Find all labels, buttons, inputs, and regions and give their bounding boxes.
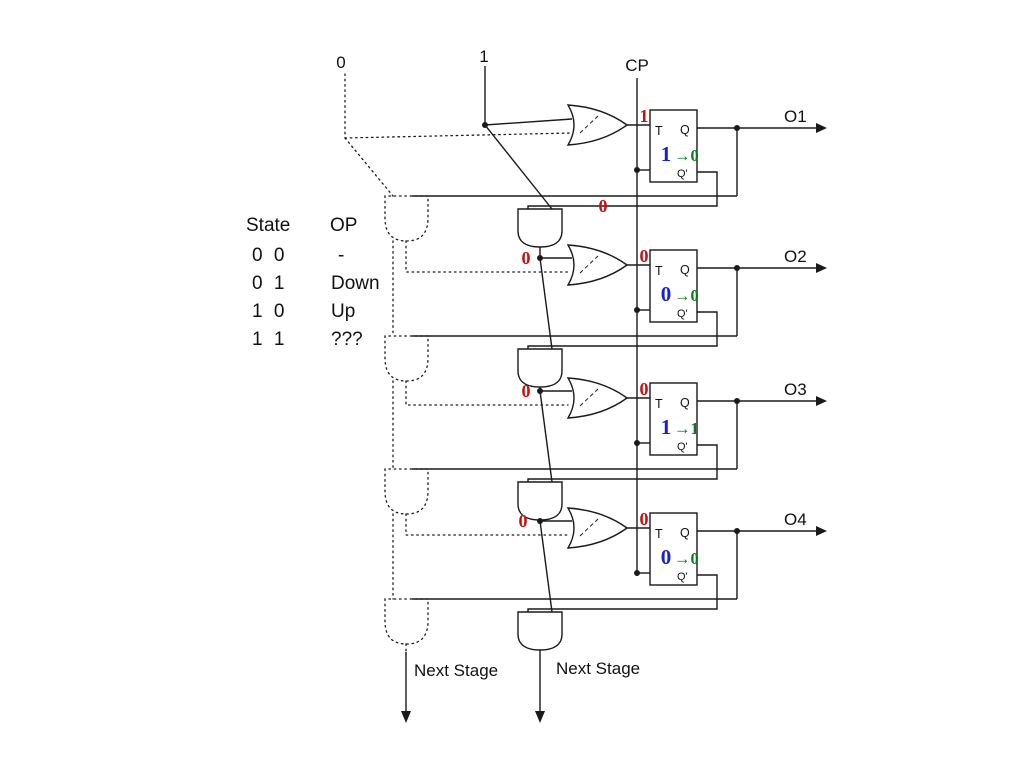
state-row-2-state: 0 1	[252, 273, 287, 294]
ff1-t-value: 1	[640, 106, 649, 126]
ff2-qprime-label: Q'	[677, 308, 688, 320]
ff1-q-label: Q	[680, 123, 690, 137]
state-row-3-state: 1 0	[252, 301, 287, 322]
ff3-q-label: Q	[680, 396, 690, 410]
or-gate-2	[566, 244, 650, 286]
state-row-1-op: -	[338, 245, 344, 266]
enable-one-wiring	[482, 66, 573, 210]
ff1-qprime-label: Q'	[677, 168, 688, 180]
ff1-next-value: →0	[674, 146, 699, 165]
or-gate-4	[566, 507, 650, 549]
or-gate-3	[566, 377, 650, 419]
ff3-state-value: 1	[661, 415, 672, 439]
ff2-t-label: T	[655, 264, 663, 278]
ff3-t-label: T	[655, 397, 663, 411]
flipflop-3: T Q Q' 1 →1	[649, 382, 699, 456]
output-arrow-2	[697, 263, 827, 273]
output-arrow-4	[697, 526, 827, 536]
flipflop-1: T Q Q' 1 →0	[649, 109, 699, 183]
ff2-next-value: →0	[674, 286, 699, 305]
ff4-next-value: →0	[674, 549, 699, 568]
state-table-header-op: OP	[330, 215, 357, 236]
ff4-t-value: 0	[640, 509, 649, 529]
input-one-label: 1	[479, 47, 488, 66]
or-gate-1	[566, 104, 650, 146]
output-arrow-1	[697, 123, 827, 133]
output4-label: O4	[784, 510, 807, 529]
stage1-feedback-wires	[412, 125, 740, 209]
clock-line	[634, 78, 650, 576]
state-table: State OP 0 0 - 0 1 Down 1 0 Up 1 1 ???	[246, 215, 380, 350]
output2-label: O2	[784, 247, 807, 266]
flipflop-2: T Q Q' 0 →0	[649, 249, 699, 323]
and-gate-4	[517, 481, 572, 613]
stage2-feedback-wires	[412, 265, 740, 349]
ff2-state-value: 0	[661, 282, 672, 306]
and-gate-2	[517, 208, 572, 350]
dotted-and-gate-4	[384, 598, 429, 645]
enable-zero-wiring	[344, 73, 573, 656]
carry2-value: 0	[522, 248, 531, 268]
dotted-and-gate-1	[384, 195, 429, 242]
and-gate-5	[517, 611, 563, 712]
stage4-feedback-wires	[412, 528, 740, 612]
next-stage-right-label: Next Stage	[556, 659, 640, 678]
ff1-state-value: 1	[661, 142, 672, 166]
flipflop-4: T Q Q' 0 →0	[649, 512, 699, 586]
ff4-t-label: T	[655, 527, 663, 541]
clock-label: CP	[625, 56, 649, 75]
dotted-and-gate-3	[384, 468, 429, 515]
output3-label: O3	[784, 380, 807, 399]
next-stage-left-label: Next Stage	[414, 661, 498, 680]
next-stage-left-arrow	[401, 652, 411, 723]
state-row-1-state: 0 0	[252, 245, 287, 266]
state-row-3-op: Up	[331, 301, 355, 322]
ff3-qprime-label: Q'	[677, 441, 688, 453]
ff2-q-label: Q	[680, 263, 690, 277]
output-arrow-3	[697, 396, 827, 406]
ff3-t-value: 0	[640, 379, 649, 399]
state-row-2-op: Down	[331, 273, 380, 294]
carry3-value: 0	[522, 381, 531, 401]
state-table-header-state: State	[246, 215, 290, 236]
state-row-4-op: ???	[331, 329, 363, 350]
input-zero-label: 0	[336, 53, 345, 72]
carry4-value: 0	[519, 511, 528, 531]
ff4-qprime-label: Q'	[677, 571, 688, 583]
dotted-and-gate-2	[384, 335, 429, 382]
ff2-t-value: 0	[640, 246, 649, 266]
next-stage-right-arrow	[535, 711, 545, 723]
output1-label: O1	[784, 107, 807, 126]
qprime1-value: 0	[599, 196, 608, 216]
ff3-next-value: →1	[674, 419, 699, 438]
ff4-state-value: 0	[661, 545, 672, 569]
ff1-t-label: T	[655, 124, 663, 138]
state-row-4-state: 1 1	[252, 329, 287, 350]
and-gate-3	[517, 348, 572, 483]
ff4-q-label: Q	[680, 526, 690, 540]
